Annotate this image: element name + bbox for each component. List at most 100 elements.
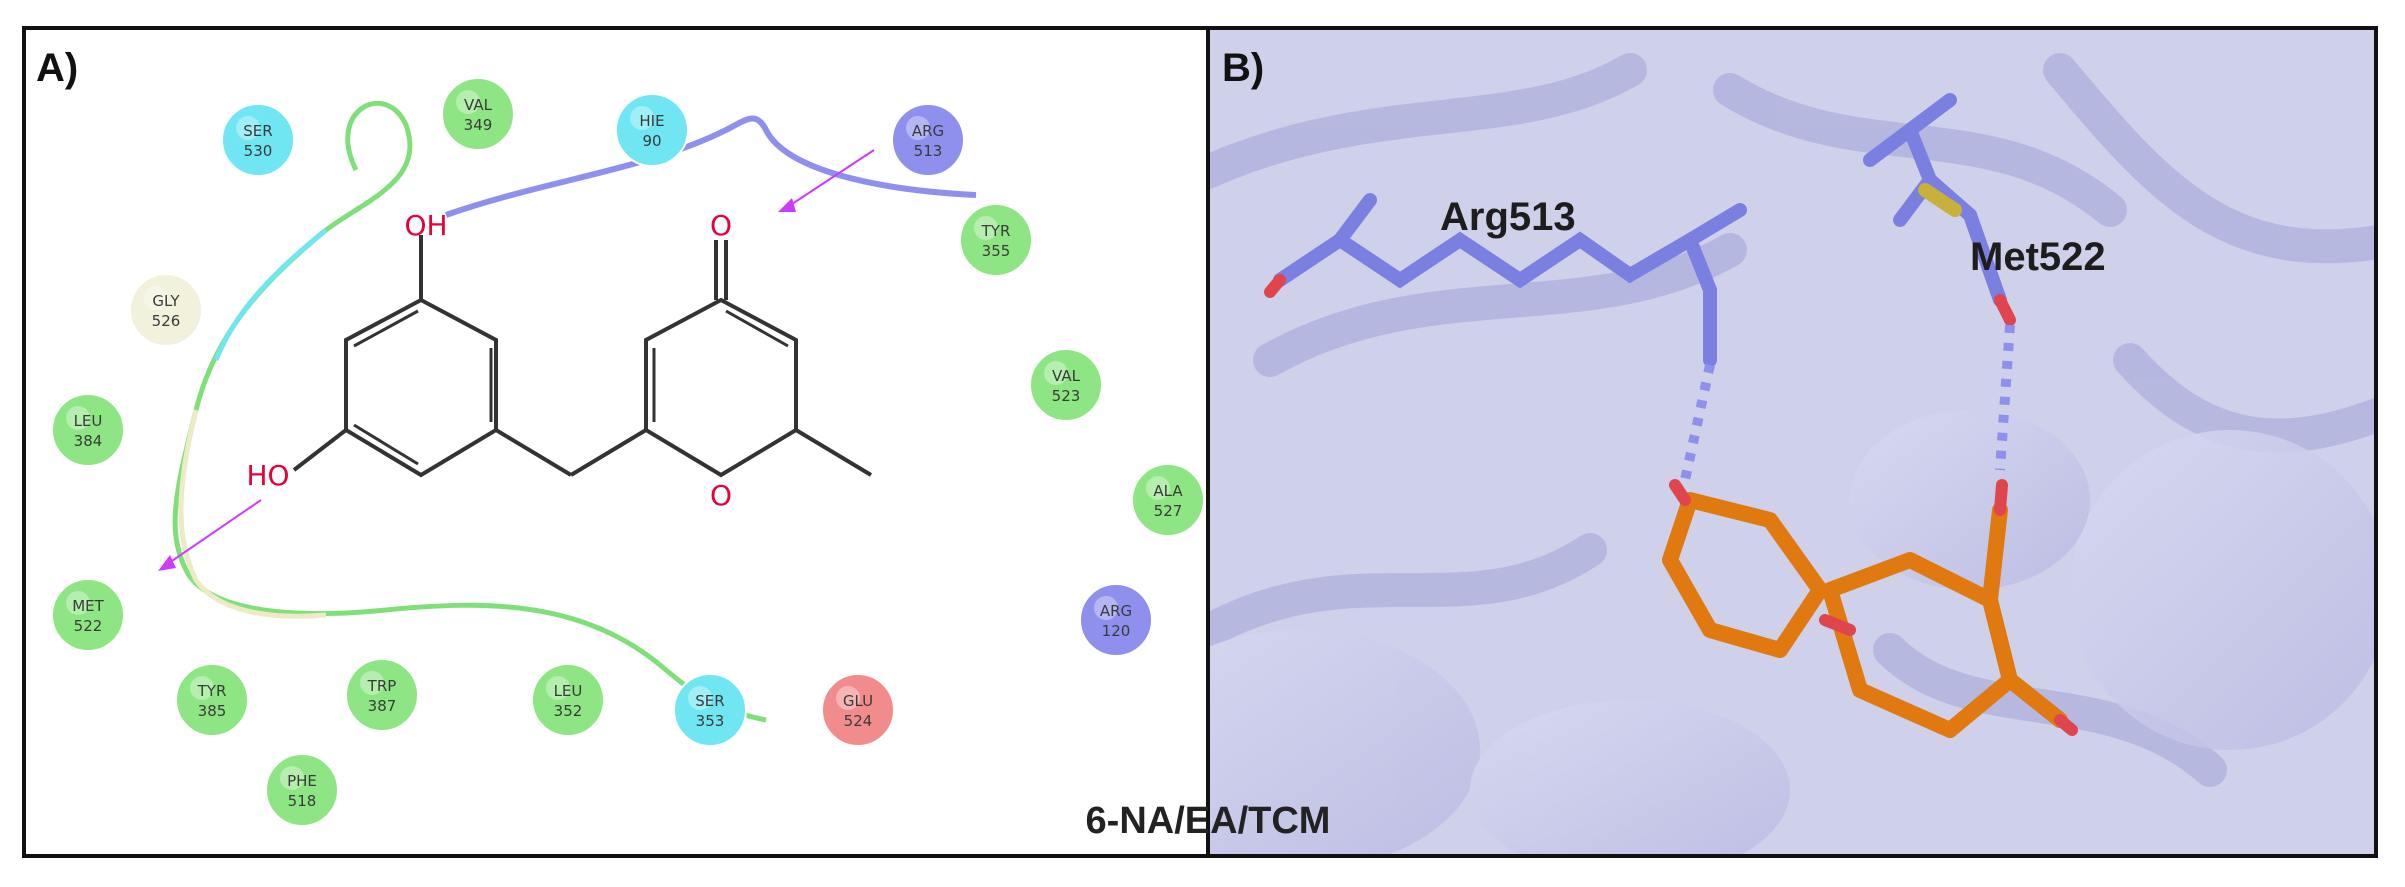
residue-bubble xyxy=(1079,583,1153,657)
residue-number: 530 xyxy=(244,142,273,160)
residue-name: SER xyxy=(695,692,724,710)
residue-number: 120 xyxy=(1102,622,1131,640)
residue-highlight xyxy=(630,106,654,130)
residue-name: TYR xyxy=(197,682,227,700)
residue-bubble xyxy=(265,753,339,827)
residue-highlight xyxy=(1094,596,1118,620)
residue-bubble xyxy=(1029,348,1103,422)
residue-bubble xyxy=(51,393,125,467)
atom-label-ring-o: O xyxy=(710,479,732,512)
residue-leu-352: LEU 352 xyxy=(531,663,605,737)
residue-highlight xyxy=(688,686,712,710)
residue-leu-384: LEU 384 xyxy=(51,393,125,467)
residue-bubble xyxy=(345,658,419,732)
residue-highlight xyxy=(906,116,930,140)
residue-name: GLY xyxy=(152,292,180,310)
residue-bubble xyxy=(959,203,1033,277)
residue-number: 385 xyxy=(198,702,227,720)
residue-name: TYR xyxy=(981,222,1011,240)
panel-b-3d-binding-pose: Arg513 Met522 xyxy=(1210,30,2374,854)
residue-bubble xyxy=(821,673,895,747)
residue-name: LEU xyxy=(74,412,103,430)
pocket-contour-cyan xyxy=(213,228,328,361)
residue-highlight xyxy=(456,90,480,114)
hbond-arg513 xyxy=(1680,363,1715,482)
residue-highlight xyxy=(546,676,570,700)
residue-bubble xyxy=(51,578,125,652)
residue-highlight xyxy=(66,591,90,615)
residue-name: ARG xyxy=(912,122,944,140)
residue-highlight xyxy=(360,671,384,695)
ligand-skeleton xyxy=(292,235,873,478)
residue-name: GLU xyxy=(843,692,873,710)
residue-number: 353 xyxy=(696,712,725,730)
residue-name: PHE xyxy=(287,772,317,790)
residue-bubble xyxy=(531,663,605,737)
atom-label-oh-top: OH xyxy=(404,209,447,242)
residue-number: 349 xyxy=(464,116,493,134)
residue-ser-353: SER 353 xyxy=(673,673,747,747)
residue-number: 527 xyxy=(1154,502,1183,520)
residue-bubble xyxy=(615,93,689,167)
pocket-contour-cream xyxy=(178,409,327,619)
residue-bubble xyxy=(221,103,295,177)
panel-divider xyxy=(1206,30,1210,854)
residue-highlight xyxy=(1146,476,1170,500)
residue-number: 522 xyxy=(74,617,103,635)
residue-arg-120: ARG 120 xyxy=(1079,583,1153,657)
residue-name: ALA xyxy=(1153,482,1183,500)
residue-number: 526 xyxy=(152,312,181,330)
label-arg513: Arg513 xyxy=(1440,195,1576,239)
residue-bubble xyxy=(441,77,515,151)
residue-highlight xyxy=(836,686,860,710)
residue-highlight xyxy=(236,116,260,140)
residue-number: 355 xyxy=(982,242,1011,260)
atom-label-carbonyl-o: O xyxy=(710,209,732,242)
atom-label-ho-left: HO xyxy=(246,459,289,492)
residue-gly-526: GLY 526 xyxy=(129,273,203,347)
residue-ala-527: ALA 527 xyxy=(1131,463,1205,537)
residue-highlight xyxy=(974,216,998,240)
pocket-contour-blue xyxy=(445,115,977,218)
residue-name: TRP xyxy=(367,677,397,695)
residue-name: ARG xyxy=(1100,602,1132,620)
panel-b-label: B) xyxy=(1222,46,1265,90)
hbond-arrowhead-met522 xyxy=(158,555,176,571)
residue-bubble xyxy=(129,273,203,347)
residue-number: 523 xyxy=(1052,387,1081,405)
residue-number: 384 xyxy=(74,432,103,450)
arg513-stick xyxy=(1273,193,1747,367)
hbond-arrowhead-arg513 xyxy=(778,198,796,212)
met522-stick xyxy=(1863,93,2007,307)
protein-render-svg: Arg513 Met522 xyxy=(1210,30,2374,854)
residue-highlight xyxy=(280,766,304,790)
residue-number: 518 xyxy=(288,792,317,810)
residue-tyr-385: TYR 385 xyxy=(175,663,249,737)
helix-blocks xyxy=(1210,410,2374,854)
panel-a-label: A) xyxy=(36,46,79,90)
residue-bubble xyxy=(175,663,249,737)
residue-number: 90 xyxy=(642,132,661,150)
residue-number: 352 xyxy=(554,702,583,720)
residue-phe-518: PHE 518 xyxy=(265,753,339,827)
residue-number: 513 xyxy=(914,142,943,160)
residue-bubble xyxy=(673,673,747,747)
residue-number: 524 xyxy=(844,712,873,730)
residue-ser-530: SER 530 xyxy=(221,103,295,177)
hbond-arrow-arg513 xyxy=(785,149,875,209)
residue-glu-524: GLU 524 xyxy=(821,673,895,747)
residue-met-522: MET 522 xyxy=(51,578,125,652)
hbond-met522 xyxy=(1995,324,2015,471)
residue-name: LEU xyxy=(554,682,583,700)
residue-name: HIE xyxy=(639,112,664,130)
residue-highlight xyxy=(66,406,90,430)
residue-name: MET xyxy=(72,597,104,615)
residue-name: SER xyxy=(243,122,272,140)
residue-hie-90: HIE 90 xyxy=(615,93,689,167)
